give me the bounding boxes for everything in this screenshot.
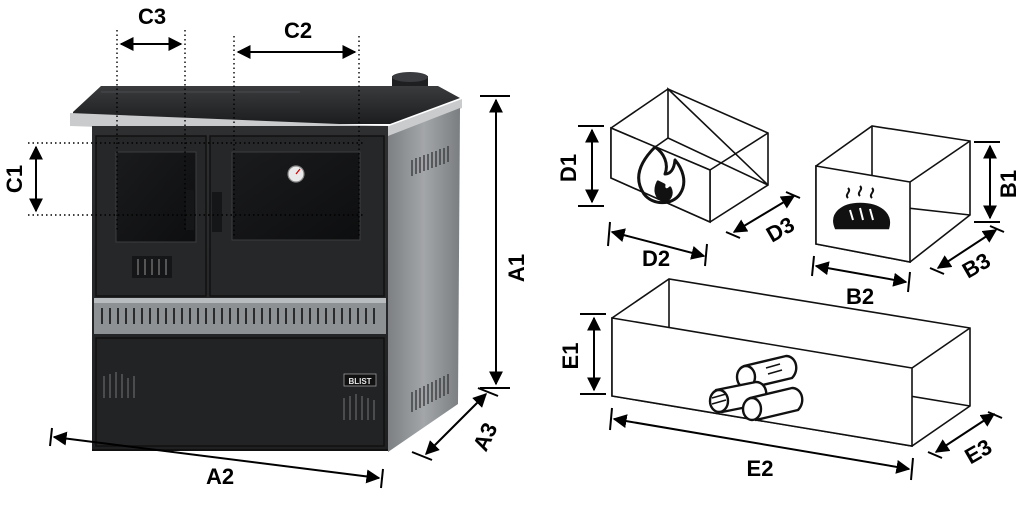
label-a3: A3	[468, 419, 503, 455]
label-e1: E1	[558, 343, 583, 370]
stove-side-panel	[388, 108, 460, 452]
dimension-c3: C3	[116, 4, 186, 232]
label-e3: E3	[960, 434, 996, 469]
label-c2: C2	[284, 18, 312, 43]
firebox-dimension-box	[610, 87, 769, 224]
label-c1: C1	[2, 165, 27, 193]
label-a1: A1	[504, 254, 529, 282]
dimension-e2: E2	[609, 407, 914, 481]
brand-badge-text: BLIST	[348, 377, 371, 386]
brand-badge	[343, 373, 377, 387]
label-b2: B2	[846, 284, 874, 309]
dimension-d2: D2	[607, 221, 708, 271]
wood-storage-drawer: BLIST	[95, 337, 385, 447]
cooktop	[73, 86, 460, 124]
oven-dimension-box	[815, 125, 971, 263]
bread-icon	[833, 185, 891, 230]
label-e2: E2	[747, 456, 774, 481]
label-b1: B1	[996, 170, 1021, 198]
label-a2: A2	[206, 464, 234, 489]
dimension-e1: E1	[558, 313, 606, 395]
label-d3: D3	[762, 212, 799, 248]
dimension-a2: A2	[49, 427, 384, 489]
ash-vent	[132, 256, 172, 278]
dimension-b1: B1	[974, 141, 1021, 223]
firebox-door	[95, 135, 207, 297]
label-d1: D1	[556, 154, 581, 182]
label-d2: D2	[642, 246, 670, 271]
dimension-b2: B2	[811, 255, 911, 309]
perforated-band	[94, 298, 386, 334]
dimension-c2: C2	[233, 18, 360, 236]
wood-drawer-dimension-box	[611, 278, 971, 447]
flame-icon	[637, 145, 686, 205]
dimension-a1: A1	[480, 95, 529, 389]
dimension-d1: D1	[556, 125, 604, 207]
dimension-c1: C1	[2, 142, 365, 216]
firewood-logs-icon	[708, 354, 804, 422]
label-c3: C3	[138, 4, 166, 29]
label-b3: B3	[958, 248, 995, 284]
wood-cookstove: BLIST	[70, 72, 462, 452]
side-vent-upper	[411, 146, 449, 176]
oven-door	[209, 135, 385, 297]
